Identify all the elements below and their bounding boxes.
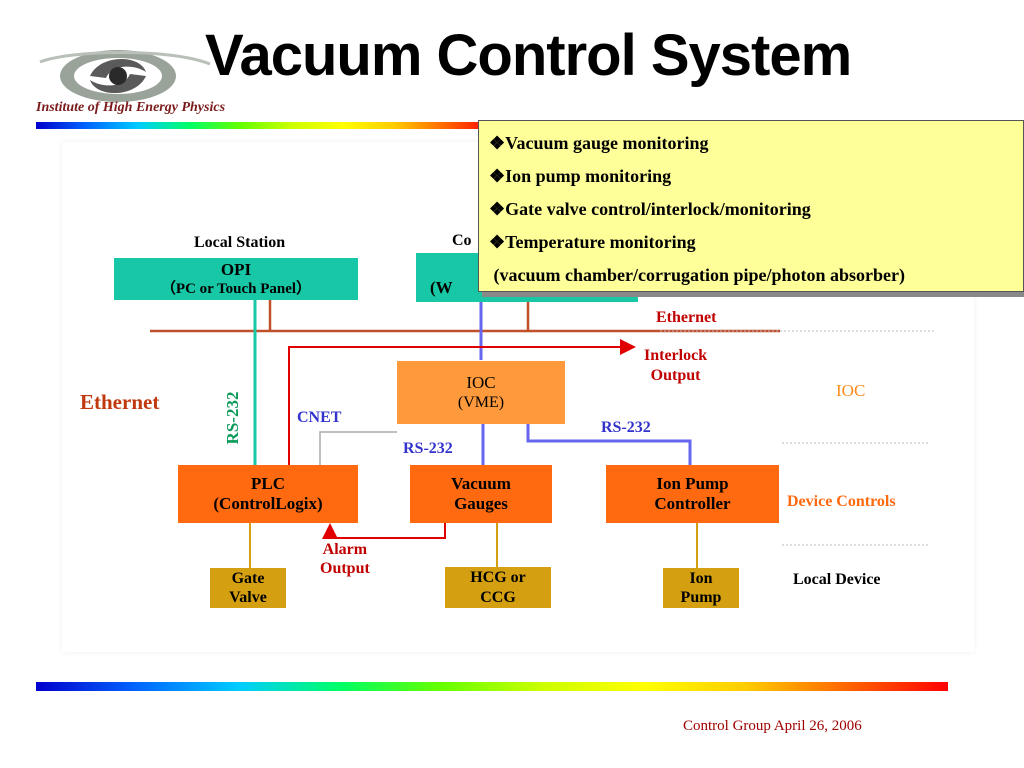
local-station-label: Local Station <box>194 234 286 251</box>
rs232-vertical-label: RS-232 <box>223 391 242 445</box>
gate-valve-box: Gate Valve <box>210 568 286 608</box>
rs232-gauges-label: RS-232 <box>403 440 453 457</box>
plc-box: PLC (ControlLogix) <box>178 465 358 523</box>
cnet-label: CNET <box>297 409 342 426</box>
console-box-text: (W <box>430 277 453 297</box>
ion-pump-box: Ion Pump <box>663 568 739 608</box>
ion-pump-title: Ion <box>689 569 713 587</box>
interlock-output-line-1: Interlock <box>644 347 708 364</box>
cnet-link <box>319 431 397 465</box>
ioc-layer-label: IOC <box>836 381 866 400</box>
rs232-ioc-pump-link <box>526 424 692 465</box>
opi-box: OPI （PC or Touch Panel） <box>114 258 358 300</box>
plc-title: PLC <box>251 473 285 493</box>
hcg-ccg-title: HCG or <box>470 569 526 587</box>
interlock-output-line-2: Output <box>650 367 701 384</box>
opi-subtitle: （PC or Touch Panel） <box>160 281 312 298</box>
ihep-logo-icon <box>39 50 211 102</box>
callout-item: ❖Vacuum gauge monitoring <box>489 133 709 153</box>
opi-title: OPI <box>220 259 252 279</box>
ion-pump-controller-box: Ion Pump Controller <box>606 465 779 523</box>
callout-item: ❖Ion pump monitoring <box>489 166 672 186</box>
interlock-output-label: Interlock Output <box>644 346 707 386</box>
alarm-output-line-2: Output <box>320 560 370 578</box>
ethernet-left-label: Ethernet <box>80 390 160 414</box>
gate-valve-subtitle: Valve <box>229 589 267 606</box>
vacuum-gauges-box: Vacuum Gauges <box>410 465 552 523</box>
hcg-ccg-box: HCG or CCG <box>445 567 551 608</box>
hcg-ccg-subtitle: CCG <box>480 588 516 606</box>
ethernet-top-label: Ethernet <box>656 309 717 326</box>
features-callout: ❖Vacuum gauge monitoring ❖Ion pump monit… <box>478 120 1024 292</box>
page-title: Vacuum Control System <box>205 23 852 88</box>
vacuum-gauges-subtitle: Gauges <box>454 494 508 513</box>
header-divider <box>36 122 496 129</box>
alarm-output-label: Alarm Output <box>320 540 370 578</box>
local-device-label: Local Device <box>793 571 881 588</box>
alarm-output-line-1: Alarm <box>322 541 368 558</box>
ion-pump-controller-title: Ion Pump <box>656 473 729 493</box>
footer-divider <box>36 682 948 691</box>
footer-text: Control Group April 26, 2006 <box>683 718 862 734</box>
gate-valve-title: Gate <box>231 569 265 587</box>
rs232-pump-label: RS-232 <box>601 419 651 436</box>
ion-pump-subtitle: Pump <box>680 589 722 606</box>
callout-item: ❖Gate valve control/interlock/monitoring <box>489 199 811 219</box>
ion-pump-controller-subtitle: Controller <box>654 494 731 513</box>
logo-caption: Institute of High Energy Physics <box>36 100 226 115</box>
interlock-output-arrow <box>288 339 636 465</box>
callout-item: ❖Temperature monitoring <box>489 232 696 252</box>
plc-subtitle: (ControlLogix) <box>213 494 323 513</box>
console-label: Co <box>452 232 472 249</box>
vacuum-gauges-title: Vacuum <box>451 473 511 493</box>
alarm-output-arrow <box>322 522 446 539</box>
ioc-subtitle: (VME) <box>457 394 505 412</box>
ioc-box: IOC (VME) <box>397 361 565 424</box>
ioc-title: IOC <box>466 372 496 392</box>
device-controls-label: Device Controls <box>787 493 896 510</box>
callout-item: (vacuum chamber/corrugation pipe/photon … <box>489 265 906 285</box>
